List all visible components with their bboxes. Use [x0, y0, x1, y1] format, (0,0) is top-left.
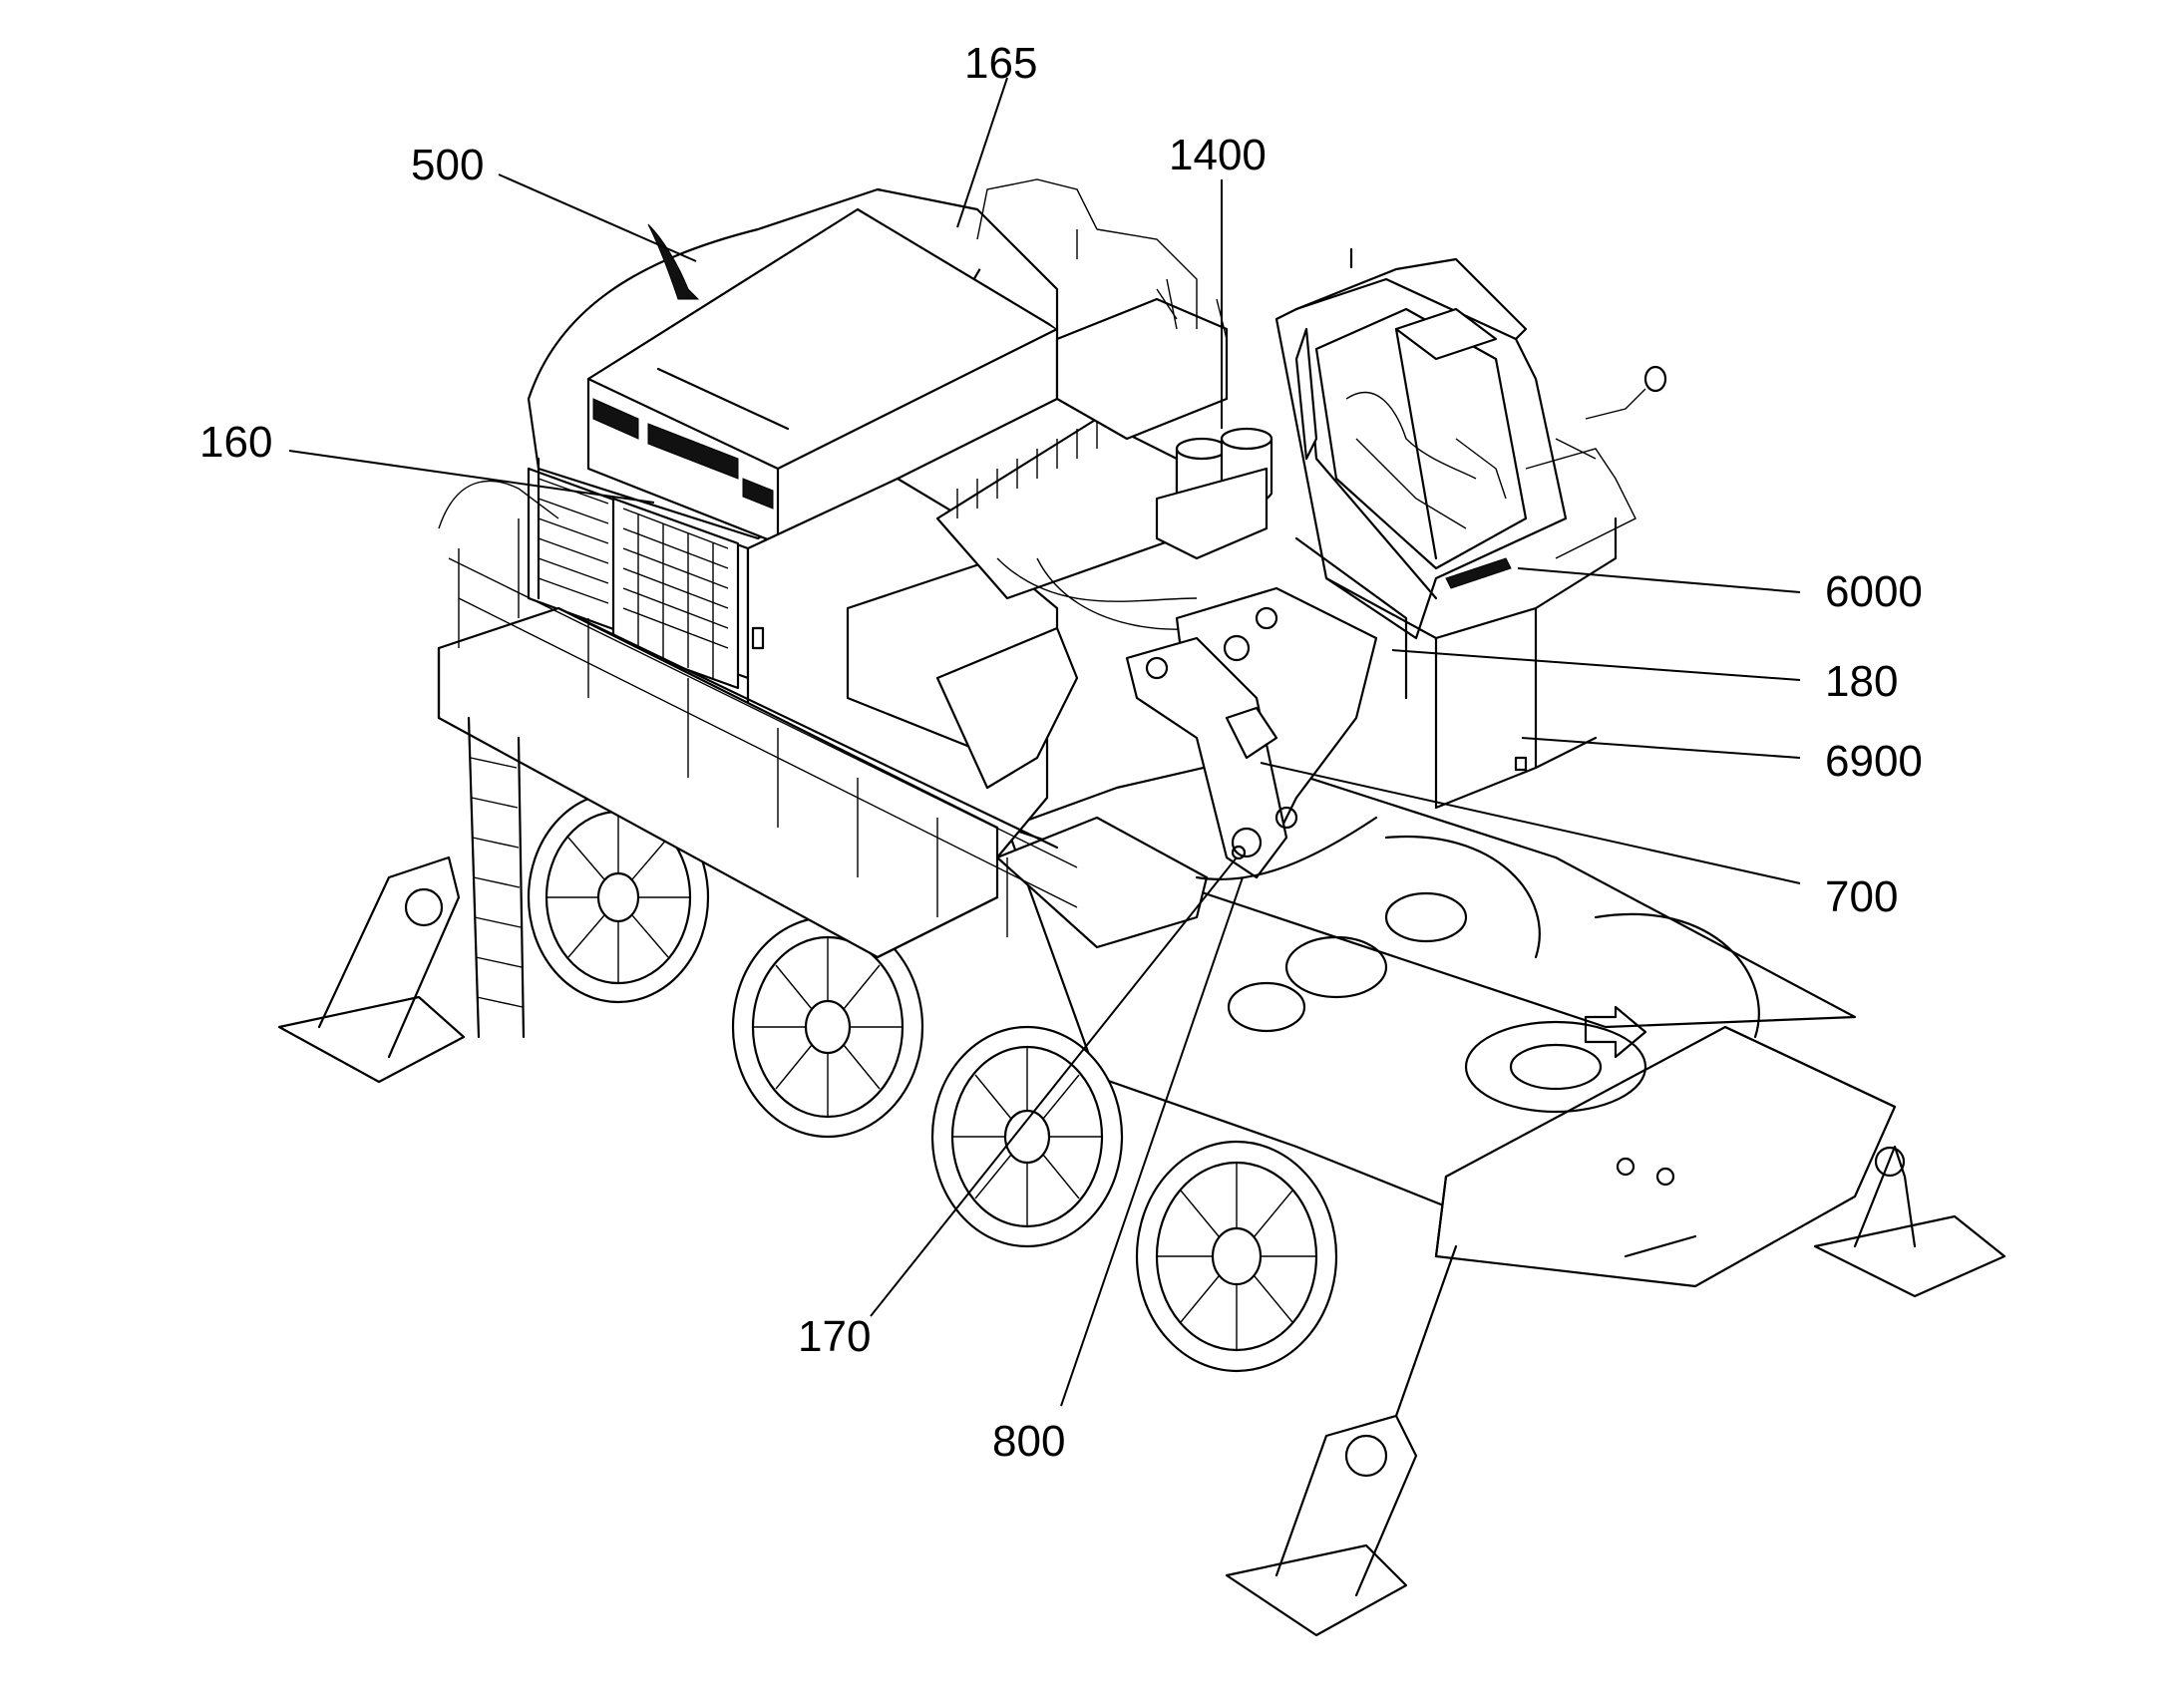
label-170: 170 [798, 1312, 871, 1361]
boom-linkage [1125, 586, 1378, 881]
wheel [930, 1025, 1124, 1248]
chassis [1005, 756, 1897, 1288]
label-1400: 1400 [1169, 131, 1267, 179]
outriggers [277, 855, 2006, 1637]
label-165: 165 [964, 39, 1037, 88]
valve-block [935, 297, 1273, 630]
platform [437, 480, 1078, 1039]
label-160: 160 [199, 418, 272, 467]
engine-housing [527, 187, 1209, 949]
wheel [527, 791, 710, 1004]
label-700: 700 [1825, 872, 1898, 921]
operator-cab [1274, 247, 1667, 810]
label-180: 180 [1825, 657, 1898, 706]
wheel [731, 915, 924, 1139]
ladder [467, 716, 526, 1039]
label-6000: 6000 [1825, 567, 1923, 616]
leader-lines [288, 77, 1801, 1407]
label-500: 500 [411, 141, 484, 189]
wheel [1135, 1140, 1338, 1373]
label-6900: 6900 [1825, 737, 1923, 786]
label-800: 800 [992, 1417, 1065, 1466]
grille [538, 478, 740, 690]
reference-labels: 165 500 1400 160 6000 180 6900 700 170 8… [199, 39, 1923, 1466]
wheels [527, 791, 1760, 1373]
